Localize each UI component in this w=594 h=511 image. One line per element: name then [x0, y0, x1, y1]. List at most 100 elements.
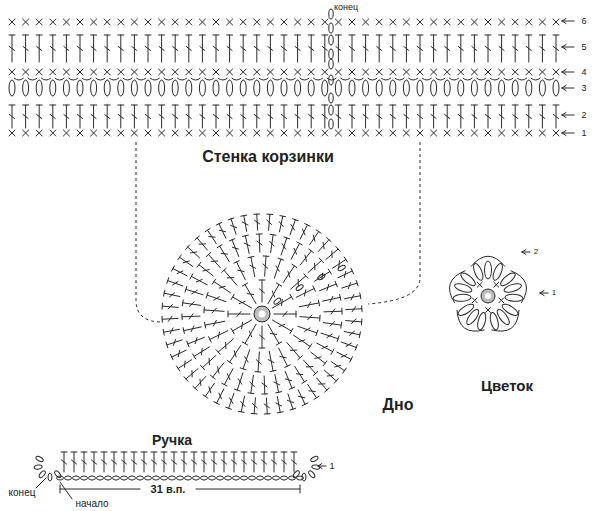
sc-stitch: [240, 69, 246, 75]
dc-stitch: [319, 258, 323, 262]
dc-stitch: [227, 360, 232, 363]
dc-stitch: [390, 47, 395, 51]
dc-stitch: [162, 460, 167, 464]
sc-stitch: [417, 19, 423, 25]
dc-stitch: [241, 322, 243, 328]
dc-stitch: [286, 379, 292, 381]
dc-stitch: [321, 333, 338, 339]
magic-ring: [485, 293, 491, 299]
petal-outline: [450, 271, 466, 303]
dc-stitch: [327, 375, 333, 376]
dc-stitch: [359, 332, 360, 338]
callout-number: 1: [581, 129, 586, 138]
sc-stitch: [539, 130, 545, 136]
dc-stitch: [161, 316, 162, 322]
callout-number: 6: [581, 17, 586, 26]
fan-stitch: [449, 78, 459, 80]
sc-stitch: [145, 19, 151, 25]
dc-stitch: [77, 35, 83, 36]
dc-stitch: [308, 260, 321, 272]
dc-stitch: [319, 315, 320, 321]
sc-stitch: [526, 19, 532, 25]
dc-stitch: [341, 342, 356, 347]
dc-stitch: [104, 35, 110, 36]
sc-stitch: [403, 130, 409, 136]
dc-stitch: [141, 452, 147, 453]
dimension-line: [60, 489, 140, 490]
dc-stitch: [184, 361, 186, 367]
chain-oval: [337, 264, 346, 271]
sc-stitch: [118, 69, 124, 75]
dc-stitch: [238, 379, 242, 384]
dc-stitch: [214, 297, 219, 300]
dc-stitch: [199, 243, 205, 244]
dc-stitch: [193, 354, 196, 359]
sc-stitch: [499, 69, 505, 75]
dc-stitch: [192, 460, 197, 464]
dc-stitch: [322, 105, 328, 106]
dc-stitch: [445, 47, 450, 51]
dimension-line: [300, 485, 301, 493]
dc-stitch: [264, 413, 270, 414]
dc-stitch: [50, 35, 56, 36]
sc-stitch: [553, 130, 559, 136]
dc-stitch: [226, 407, 232, 409]
dc-stitch: [325, 388, 330, 392]
dc-stitch: [186, 289, 203, 295]
dc-stitch: [288, 394, 293, 409]
dc-stitch: [206, 253, 210, 257]
sc-stitch: [477, 282, 482, 287]
sc-stitch: [199, 130, 205, 136]
dc-stitch: [231, 219, 236, 234]
sc-stitch: [172, 19, 178, 25]
puff-stitch: [91, 80, 97, 96]
puff-stitch: [491, 262, 504, 281]
sc-stitch: [281, 19, 287, 25]
row-arrow: [562, 70, 566, 73]
dc-stitch: [351, 268, 354, 273]
sc-stitch: [335, 19, 341, 25]
dc-stitch: [164, 290, 165, 296]
sc-stitch: [322, 69, 328, 75]
dc-stitch: [287, 400, 293, 402]
sc-stitch: [227, 69, 233, 75]
dc-stitch: [213, 320, 216, 326]
dc-stitch: [182, 460, 187, 464]
guide-line: [368, 142, 420, 304]
dc-stitch: [167, 278, 169, 284]
dc-stitch: [323, 323, 341, 326]
dc-stitch: [326, 249, 338, 259]
sc-stitch: [118, 19, 124, 25]
dc-stitch: [282, 47, 287, 51]
dc-stitch: [316, 230, 321, 233]
chain-oval: [317, 273, 326, 281]
dc-stitch: [554, 115, 559, 119]
dc-stitch: [101, 452, 107, 453]
dc-stitch: [299, 303, 319, 307]
dc-stitch: [118, 105, 124, 106]
dc-stitch: [183, 328, 184, 334]
sc-stitch: [63, 130, 69, 136]
sc-stitch: [63, 19, 69, 25]
sc-stitch: [472, 298, 477, 303]
puff-stitch: [526, 80, 532, 96]
dc-stitch: [234, 261, 239, 264]
sc-stitch: [295, 69, 301, 75]
row-arrow: [562, 133, 574, 134]
dc-stitch: [248, 392, 254, 394]
dc-stitch: [444, 35, 450, 36]
sc-stitch: [512, 19, 518, 25]
callout-number: 2: [581, 111, 586, 120]
fan-stitch: [340, 78, 350, 80]
sc-stitch: [254, 69, 260, 75]
sc-stitch: [553, 69, 559, 75]
dc-stitch: [222, 383, 227, 386]
sc-stitch: [485, 130, 491, 136]
fan-stitch: [164, 78, 174, 80]
dc-stitch: [458, 35, 464, 36]
dc-stitch: [146, 115, 151, 119]
dc-stitch: [78, 115, 83, 119]
sc-stitch: [390, 69, 396, 75]
sc-stitch: [322, 69, 328, 75]
sc-stitch: [512, 130, 518, 136]
